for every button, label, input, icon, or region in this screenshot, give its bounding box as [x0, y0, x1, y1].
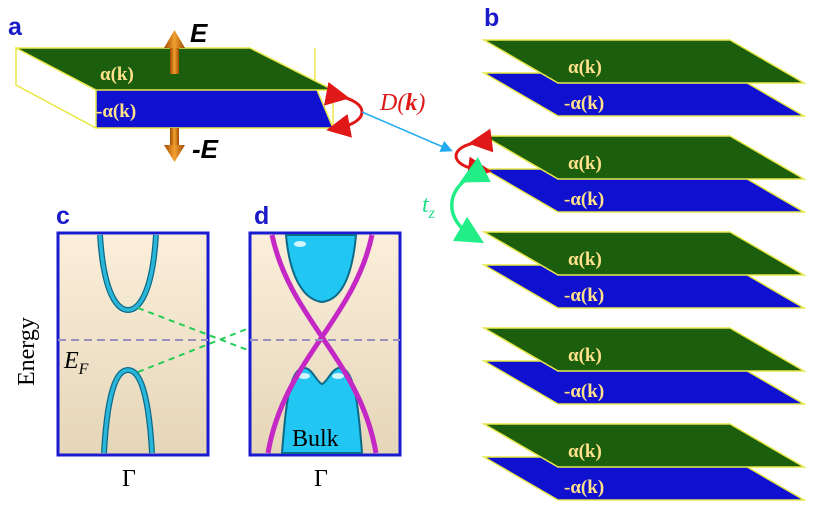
D-coupling-label: D(k) [379, 90, 425, 116]
stack-bilayer: α(k) -α(k) [481, 135, 807, 213]
field-down-label: -E [192, 134, 219, 164]
stack-bilayer: α(k) -α(k) [481, 39, 807, 117]
D-coupling-arrow-stack [454, 128, 494, 181]
surface-band [265, 234, 375, 454]
panel-label-d: d [254, 202, 269, 230]
stack-top-sheet [481, 327, 807, 372]
bottom-sheet-label: -α(k) [96, 101, 136, 122]
stack-bilayer: α(k) -α(k) [481, 231, 807, 309]
bulk-label: Bulk [292, 426, 339, 452]
bilayer-large: α(k) -α(k) [15, 46, 335, 130]
stack-bottom-label: -α(k) [564, 381, 604, 402]
stack-bottom-label: -α(k) [564, 477, 604, 498]
gamma-label-d: Γ [314, 466, 328, 492]
field-up-arrow [164, 30, 185, 74]
conduction-band [98, 234, 158, 312]
stack-top-sheet [481, 39, 807, 84]
stack-top-sheet [481, 231, 807, 276]
stack-top-sheet [481, 135, 807, 180]
link-arrow [361, 111, 453, 152]
energy-axis-label: Energy [14, 317, 40, 386]
panel-label-b: b [484, 4, 499, 32]
stack-bilayer: α(k) -α(k) [481, 423, 807, 501]
stack-top-label: α(k) [568, 249, 602, 270]
stack-bottom-label: -α(k) [564, 189, 604, 210]
band-plot-d [248, 231, 402, 457]
stack-bottom-label: -α(k) [564, 93, 604, 114]
gamma-label-c: Γ [122, 466, 136, 492]
top-sheet-label: α(k) [100, 64, 134, 85]
plot-frame-c [56, 231, 210, 457]
bulk-conduction [284, 234, 358, 304]
fermi-label: EF [63, 348, 89, 378]
stack-top-label: α(k) [568, 153, 602, 174]
surface-band [269, 234, 379, 454]
stack-bottom-label: -α(k) [564, 285, 604, 306]
stack-top-label: α(k) [568, 57, 602, 78]
bilayer-stack: α(k)-α(k)α(k)-α(k)α(k)-α(k)α(k)-α(k)α(k)… [481, 39, 807, 501]
panel-label-a: a [8, 13, 23, 41]
stack-top-label: α(k) [568, 441, 602, 462]
panel-label-c: c [56, 202, 70, 230]
tz-coupling-arrow [450, 157, 491, 244]
stack-top-sheet [481, 423, 807, 468]
stack-bilayer: α(k) -α(k) [481, 327, 807, 405]
valence-band [102, 368, 154, 454]
field-down-arrow [164, 128, 185, 162]
D-coupling-arrow [323, 81, 364, 138]
field-up-label: E [190, 18, 208, 48]
band-plot-c [56, 231, 210, 457]
stack-top-label: α(k) [568, 345, 602, 366]
tz-label: tz [422, 192, 436, 222]
